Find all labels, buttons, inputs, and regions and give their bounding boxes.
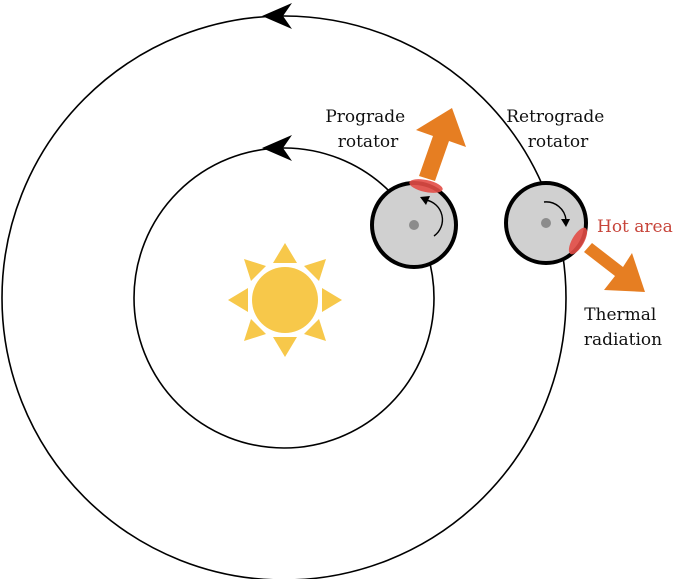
thermal-radiation-label: Thermal radiation bbox=[584, 305, 662, 350]
inner-orbit bbox=[133, 147, 435, 449]
prograde-center-dot bbox=[409, 220, 419, 230]
prograde-hot-spot bbox=[409, 179, 443, 193]
prograde-label: Prograde rotator bbox=[325, 107, 410, 152]
retrograde-hot-spot bbox=[568, 227, 588, 255]
retrograde-label-line1: Retrograde bbox=[506, 107, 604, 127]
retrograde-label-line2: rotator bbox=[528, 132, 589, 152]
hot-area-label: Hot area bbox=[597, 217, 673, 237]
retrograde-center-dot bbox=[541, 218, 551, 228]
thermal-label-line2: radiation bbox=[584, 330, 662, 350]
retrograde-radiation-arrow-icon bbox=[584, 243, 645, 292]
inner-orbit-arrowhead-icon bbox=[262, 135, 292, 161]
prograde-label-line1: Prograde bbox=[325, 107, 405, 127]
prograde-spin-curved-arrow-icon bbox=[425, 199, 444, 237]
sun-icon bbox=[228, 243, 342, 357]
thermal-label-line1: Thermal bbox=[584, 305, 656, 325]
outer-orbit-arrowhead-icon bbox=[262, 3, 292, 29]
retrograde-label: Retrograde rotator bbox=[506, 107, 610, 152]
retrograde-spin-curved-arrow-icon bbox=[543, 201, 567, 221]
prograde-label-line2: rotator bbox=[338, 132, 399, 152]
prograde-asteroid bbox=[370, 108, 466, 269]
outer-orbit bbox=[1, 15, 567, 579]
prograde-radiation-arrow-icon bbox=[416, 108, 466, 181]
retrograde-asteroid bbox=[504, 181, 645, 292]
